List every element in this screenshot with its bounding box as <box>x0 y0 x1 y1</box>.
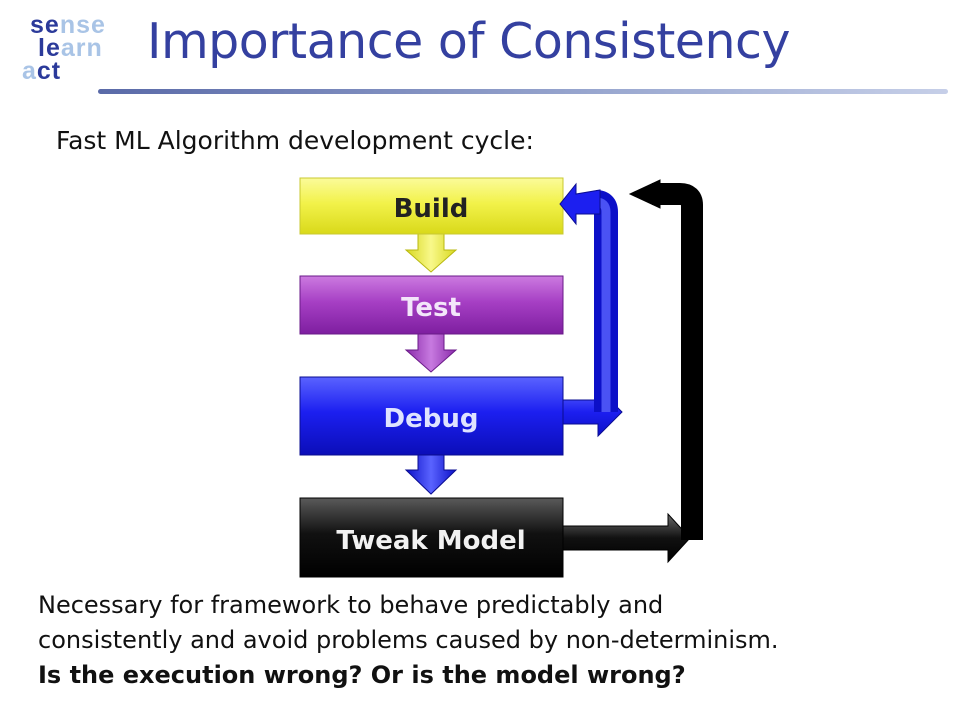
build-to-test-arrow <box>404 231 458 273</box>
tweak-to-build-arrowhead <box>628 179 661 209</box>
debug-box <box>299 376 564 456</box>
explanation-text: Necessary for framework to behave predic… <box>38 588 938 693</box>
build-label: Build <box>394 194 469 224</box>
page-title: Importance of Consistency <box>147 13 790 70</box>
test-box <box>299 275 564 335</box>
tweak-model-box <box>299 497 564 578</box>
explanation-question: Is the execution wrong? Or is the model … <box>38 661 686 689</box>
debug-label: Debug <box>384 404 479 434</box>
tweak-model-label: Tweak Model <box>336 526 525 556</box>
title-underline <box>98 89 948 94</box>
explanation-line-2: consistently and avoid problems caused b… <box>38 626 779 654</box>
subtitle: Fast ML Algorithm development cycle: <box>56 126 534 155</box>
build-box <box>299 177 564 235</box>
debug-to-build-arrowhead <box>559 182 601 226</box>
debug-to-tweak-arrow <box>404 453 458 495</box>
tweak-to-build-loop-arrow <box>562 512 691 564</box>
explanation-line-1: Necessary for framework to behave predic… <box>38 591 664 619</box>
test-to-debug-arrow <box>404 333 458 373</box>
sense-learn-act-logo: sense learn act <box>22 11 106 85</box>
test-label: Test <box>401 293 461 323</box>
